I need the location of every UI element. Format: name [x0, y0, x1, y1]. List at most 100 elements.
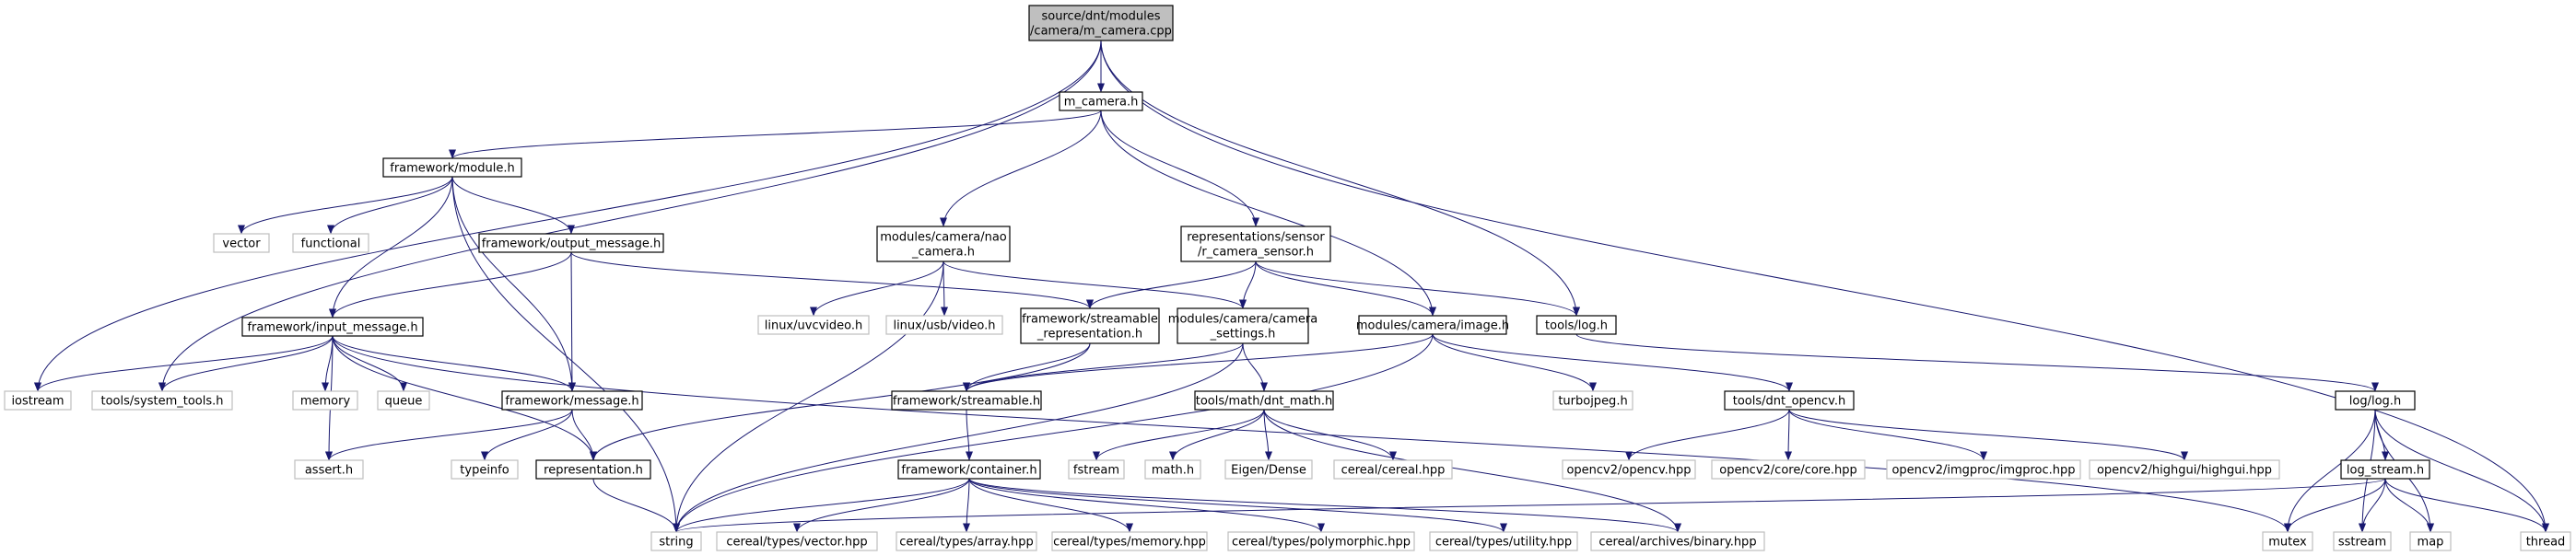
node-label: framework/container.h: [901, 464, 1036, 478]
node-box: [213, 233, 270, 253]
node-fw-message[interactable]: framework/message.h: [501, 390, 643, 411]
include-edge-log_stream-to-mutex: [2284, 478, 2386, 533]
node-label: modules/camera/nao: [880, 231, 1007, 245]
include-edge-fw_streamable_repr-to-fw_streamable: [963, 342, 1091, 392]
node-label: _settings.h: [1210, 328, 1276, 342]
node-tools-log[interactable]: tools/log.h: [1536, 315, 1617, 335]
node-label: opencv2/core/core.hpp: [1719, 464, 1857, 478]
node-fw-streamable[interactable]: framework/streamable.h: [891, 390, 1042, 411]
node-functional: functional: [292, 233, 369, 253]
node-representation[interactable]: representation.h: [535, 459, 651, 480]
node-label: framework/message.h: [505, 395, 638, 409]
include-edge-fw_input_message-to-iostream: [34, 335, 334, 392]
node-root[interactable]: source/dnt/modules/camera/m_camera.cpp: [1028, 5, 1174, 41]
include-edge-fw_input_message-to-tools_system_tools: [158, 335, 334, 392]
node-m-camera-h[interactable]: m_camera.h: [1059, 91, 1143, 111]
node-label: cereal/types/vector.hpp: [726, 536, 867, 550]
node-box: [1562, 459, 1696, 480]
node-label: cereal/types/utility.hpp: [1435, 536, 1572, 550]
include-edge-fw_output_message-to-fw_message: [568, 251, 576, 392]
node-label: framework/input_message.h: [247, 321, 417, 335]
node-box: [2333, 531, 2392, 551]
node-label: m_camera.h: [1064, 96, 1139, 110]
node-label: vector: [222, 237, 261, 251]
node-vector: vector: [213, 233, 270, 253]
node-cereal-hpp: cereal/cereal.hpp: [1333, 459, 1453, 480]
node-label: representations/sensor: [1187, 231, 1325, 245]
include-edge-fw_container-to-string: [673, 478, 970, 533]
node-box: [1020, 307, 1160, 344]
node-box: [478, 233, 664, 253]
node-box: [716, 531, 878, 551]
node-cereal-array: cereal/types/array.hpp: [896, 531, 1037, 551]
include-edge-m_camera_h-to-fw_module: [449, 110, 1102, 159]
include-edge-representation-to-string: [592, 478, 680, 533]
node-repr-sensor[interactable]: representations/sensor/r_camera_sensor.h: [1180, 226, 1331, 262]
node-box: [451, 459, 519, 480]
node-nao-camera[interactable]: modules/camera/nao_camera.h: [876, 226, 1011, 262]
node-box: [2335, 390, 2416, 411]
node-assert-h: assert.h: [294, 459, 364, 480]
node-fw-output-message[interactable]: framework/output_message.h: [478, 233, 664, 253]
include-edge-fw_module-to-string: [451, 176, 680, 533]
node-turbojpeg: turbojpeg.h: [1552, 390, 1633, 411]
include-edge-fw_container-to-cereal_binary: [968, 478, 1681, 533]
node-box: [1429, 531, 1578, 551]
node-label: opencv2/opencv.hpp: [1566, 464, 1691, 478]
node-label: cereal/types/polymorphic.hpp: [1232, 536, 1411, 550]
node-cereal-binary: cereal/archives/binary.hpp: [1590, 531, 1765, 551]
node-thread: thread: [2520, 531, 2571, 551]
node-fw-streamable-repr[interactable]: framework/streamable_representation.h: [1020, 307, 1160, 344]
include-edge-dnt_math-to-math_h: [1169, 409, 1265, 461]
node-label: framework/output_message.h: [482, 237, 662, 251]
node-fw-module[interactable]: framework/module.h: [382, 157, 522, 178]
include-edge-root-to-tools_system_tools: [158, 40, 1102, 392]
include-edge-fw_input_message-to-representation: [332, 335, 597, 461]
node-label: framework/streamable: [1022, 313, 1158, 327]
node-box: [1144, 459, 1201, 480]
node-label: mutex: [2268, 536, 2307, 550]
include-edge-fw_input_message-to-mutex: [332, 335, 2291, 533]
node-label: _camera.h: [911, 246, 975, 260]
node-camera-settings[interactable]: modules/camera/camera_settings.h: [1168, 307, 1317, 344]
node-box: [1536, 315, 1617, 335]
node-log-stream[interactable]: log_stream.h: [2340, 459, 2430, 480]
node-box: [1180, 226, 1331, 262]
node-box: [1177, 307, 1309, 344]
node-box: [896, 531, 1037, 551]
node-box: [91, 390, 233, 411]
include-edge-root-to-tools_log: [1100, 40, 1580, 317]
node-dnt-opencv[interactable]: tools/dnt_opencv.h: [1724, 390, 1855, 411]
node-camera-image[interactable]: modules/camera/image.h: [1356, 315, 1509, 335]
node-label: _representation.h: [1036, 328, 1142, 342]
include-edge-log_stream-to-sstream: [2359, 478, 2386, 533]
node-box: [1724, 390, 1855, 411]
node-fw-input-message[interactable]: framework/input_message.h: [241, 317, 424, 337]
node-box: [1711, 459, 1866, 480]
include-edge-fw_streamable_repr-to-representation: [590, 342, 1091, 461]
node-box: [1028, 5, 1174, 41]
node-box: [294, 459, 364, 480]
node-log-log[interactable]: log/log.h: [2335, 390, 2416, 411]
node-dnt-math[interactable]: tools/math/dnt_math.h: [1194, 390, 1334, 411]
node-string: string: [650, 531, 702, 551]
node-label: modules/camera/camera: [1168, 313, 1317, 327]
node-label: map: [2418, 536, 2444, 550]
include-edge-dnt_opencv-to-opencv2_opencv: [1625, 409, 1790, 461]
node-fw-container[interactable]: framework/container.h: [897, 459, 1041, 480]
include-edge-camera_image-to-string: [673, 333, 1434, 533]
include-edge-fw_module-to-fw_output_message: [451, 176, 575, 235]
include-edge-camera_settings-to-fw_streamable: [963, 342, 1244, 392]
node-tools-system-tools: tools/system_tools.h: [91, 390, 233, 411]
node-box: [2520, 531, 2571, 551]
node-box: [876, 226, 1011, 262]
include-edge-log_stream-to-thread: [2384, 478, 2549, 533]
node-math-h: math.h: [1144, 459, 1201, 480]
include-edge-log_log-to-thread: [2374, 409, 2549, 533]
node-box: [1051, 531, 1208, 551]
include-edge-dnt_opencv-to-opencv2_imgproc: [1788, 409, 1987, 461]
include-edge-m_camera_h-to-camera_image: [1100, 110, 1436, 317]
node-memory: memory: [292, 390, 358, 411]
include-edge-repr_sensor-to-camera_image: [1255, 261, 1436, 317]
node-label: modules/camera/image.h: [1356, 319, 1509, 333]
